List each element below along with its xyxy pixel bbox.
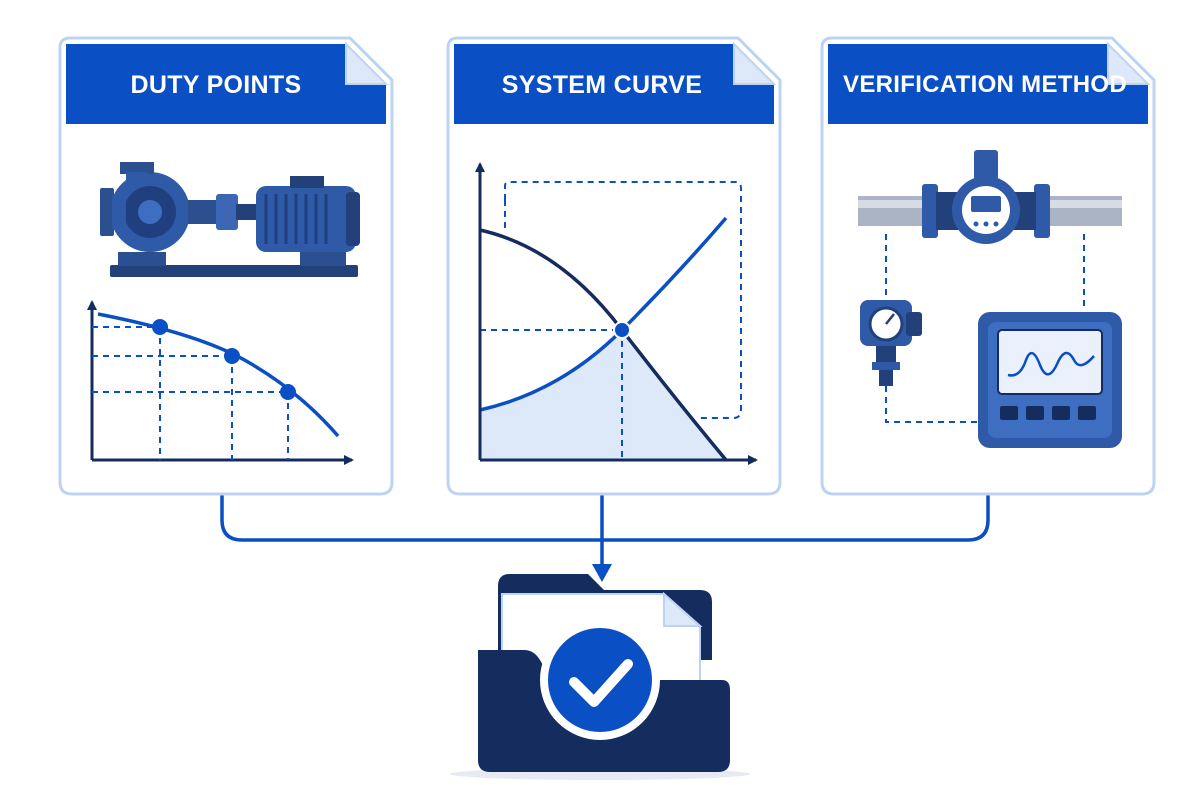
data-logger-icon — [978, 312, 1122, 448]
check-badge — [540, 620, 660, 740]
pump-curve — [97, 312, 340, 438]
card-title-duty-points: DUTY POINTS — [130, 70, 302, 99]
connector-verification — [602, 492, 990, 542]
signal-trend-line — [1007, 351, 1095, 377]
card-header — [66, 44, 386, 124]
signal-wires — [885, 234, 1085, 423]
card-duty-points — [58, 36, 394, 496]
operating-range-bracket — [504, 181, 742, 419]
card-header — [454, 44, 774, 124]
card-title-system-curve: SYSTEM CURVE — [501, 70, 703, 99]
folder-check-icon — [450, 574, 750, 780]
page-fold-icon — [733, 41, 777, 85]
duty-points-chart — [87, 300, 354, 465]
system-curve-chart — [475, 162, 758, 465]
duty-point-3 — [280, 384, 296, 400]
card-header — [828, 44, 1148, 124]
document-fold — [663, 591, 703, 627]
duty-point-1 — [152, 319, 168, 335]
checkmark-icon — [569, 659, 633, 707]
connector-lines — [220, 492, 990, 565]
duty-point-2 — [224, 348, 240, 364]
operating-area — [480, 330, 726, 460]
connector-duty-points — [220, 492, 602, 542]
pressure-gauge-icon — [860, 300, 922, 386]
card-title-verification-method: VERIFICATION METHOD — [843, 71, 1127, 98]
flow-meter-icon — [858, 150, 1122, 244]
page-fold-icon — [1107, 41, 1151, 85]
card-verification-method — [820, 36, 1156, 496]
card-system-curve — [446, 36, 782, 496]
down-arrow-icon — [592, 564, 612, 582]
page-fold-icon — [345, 41, 389, 85]
operating-point — [613, 321, 631, 339]
guide-lines — [92, 326, 289, 460]
pump-motor-icon — [100, 162, 360, 277]
